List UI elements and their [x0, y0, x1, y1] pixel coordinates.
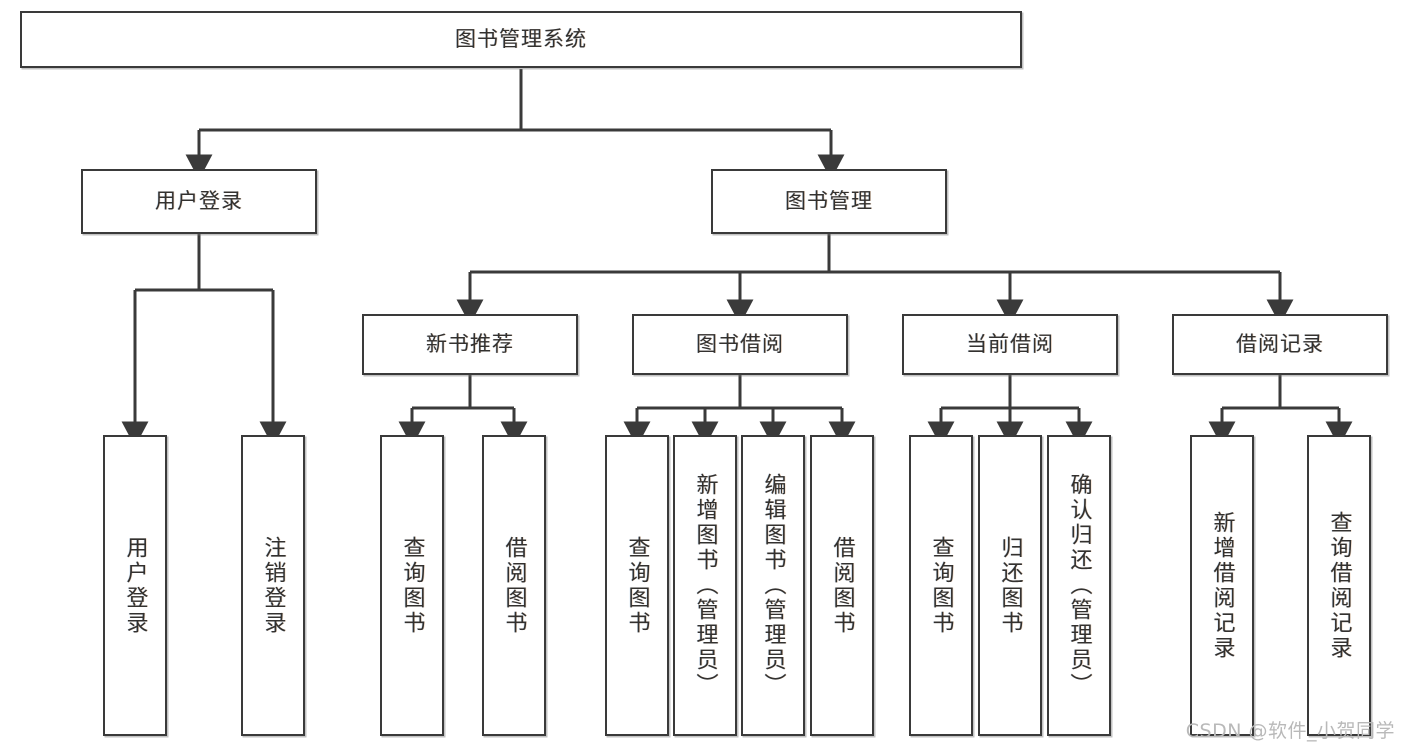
- node-label: 新书推荐: [426, 332, 514, 357]
- node-label: 图书借阅: [696, 332, 784, 357]
- node-leaf-user-login[interactable]: 用户登录: [103, 435, 167, 736]
- node-label: 用户登录: [122, 535, 148, 636]
- node-user-login[interactable]: 用户登录: [81, 169, 317, 234]
- node-label: 归还图书: [997, 535, 1023, 636]
- node-label: 图书管理系统: [455, 27, 587, 52]
- node-leaf-confirm-return-admin[interactable]: 确认归还（管理员）: [1047, 435, 1111, 736]
- node-label: 查询图书: [399, 535, 425, 636]
- node-book-borrow[interactable]: 图书借阅: [632, 314, 848, 375]
- node-label: 借阅记录: [1236, 332, 1324, 357]
- node-label: 编辑图书（管理员）: [760, 473, 786, 698]
- node-leaf-borrow-book-recommend[interactable]: 借阅图书: [482, 435, 546, 736]
- node-leaf-return-book[interactable]: 归还图书: [978, 435, 1042, 736]
- node-leaf-query-book-current[interactable]: 查询图书: [909, 435, 973, 736]
- node-borrow-record[interactable]: 借阅记录: [1172, 314, 1388, 375]
- node-leaf-edit-book-admin[interactable]: 编辑图书（管理员）: [741, 435, 805, 736]
- node-label: 查询图书: [928, 535, 954, 636]
- node-label: 确认归还（管理员）: [1066, 473, 1092, 698]
- node-label: 借阅图书: [829, 535, 855, 636]
- node-current-borrow[interactable]: 当前借阅: [902, 314, 1118, 375]
- node-leaf-query-book-recommend[interactable]: 查询图书: [380, 435, 444, 736]
- node-leaf-query-book-borrow[interactable]: 查询图书: [605, 435, 669, 736]
- node-book-management[interactable]: 图书管理: [711, 169, 947, 234]
- node-label: 查询图书: [624, 535, 650, 636]
- node-label: 借阅图书: [501, 535, 527, 636]
- node-leaf-query-borrow-record[interactable]: 查询借阅记录: [1307, 435, 1371, 736]
- node-new-book-recommend[interactable]: 新书推荐: [362, 314, 578, 375]
- watermark: CSDN @软件_小贺同学: [1185, 720, 1395, 742]
- node-leaf-add-borrow-record[interactable]: 新增借阅记录: [1190, 435, 1254, 736]
- node-label: 查询借阅记录: [1326, 510, 1352, 661]
- node-label: 当前借阅: [966, 332, 1054, 357]
- node-label: 用户登录: [155, 189, 243, 214]
- node-root-system[interactable]: 图书管理系统: [20, 11, 1022, 68]
- node-leaf-borrow-book[interactable]: 借阅图书: [810, 435, 874, 736]
- node-label: 新增图书（管理员）: [692, 473, 718, 698]
- node-label: 图书管理: [785, 189, 873, 214]
- node-leaf-logout[interactable]: 注销登录: [241, 435, 305, 736]
- node-label: 注销登录: [260, 535, 286, 636]
- node-leaf-add-book-admin[interactable]: 新增图书（管理员）: [673, 435, 737, 736]
- node-label: 新增借阅记录: [1209, 510, 1235, 661]
